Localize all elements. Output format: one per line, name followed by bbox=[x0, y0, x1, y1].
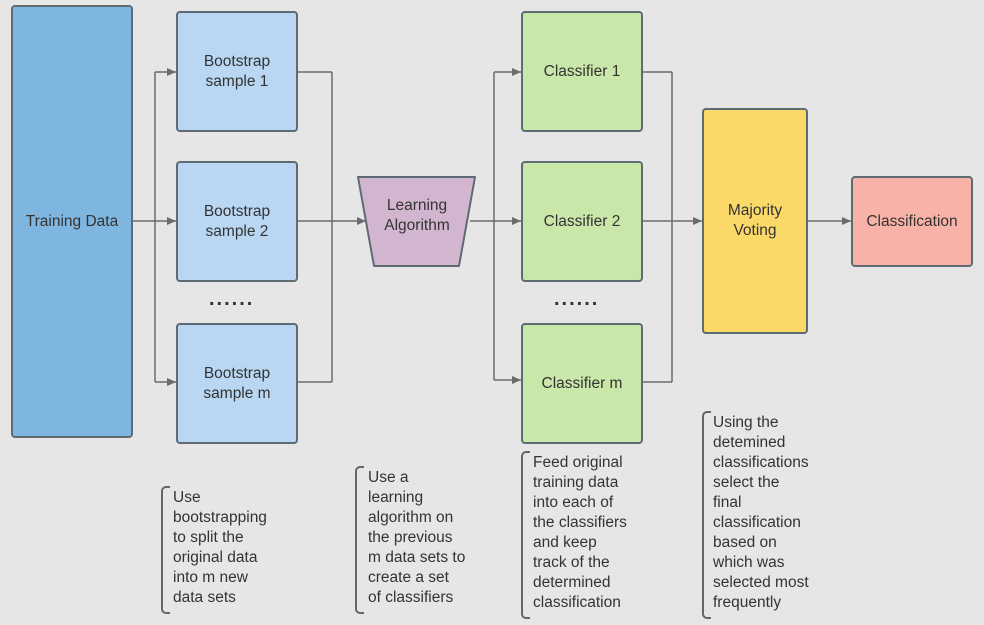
note-voting: Using the detemined classifications sele… bbox=[713, 414, 809, 611]
learning-algorithm-label: Learning Algorithm bbox=[384, 197, 450, 234]
classification-label: Classification bbox=[866, 212, 958, 230]
majority-voting-box: Majority Voting bbox=[702, 108, 808, 334]
classifier-2-box: Classifier 2 bbox=[521, 161, 643, 282]
majority-voting-label: Majority Voting bbox=[727, 202, 783, 239]
note-3-bracket bbox=[521, 451, 530, 619]
bootstrap-ellipsis: ...... bbox=[209, 288, 255, 310]
classification-box: Classification bbox=[851, 176, 973, 267]
note-1-bracket bbox=[161, 486, 170, 614]
bootstrap-sample-1-box: Bootstrap sample 1 bbox=[176, 11, 298, 132]
classifier-m-label: Classifier m bbox=[541, 374, 623, 392]
training-data-label: Training Data bbox=[25, 212, 119, 230]
bootstrap-sample-m-box: Bootstrap sample m bbox=[176, 323, 298, 444]
note-bootstrapping: Use bootstrapping to split the original … bbox=[173, 489, 267, 606]
bootstrap-sample-2-label: Bootstrap sample 2 bbox=[203, 202, 271, 240]
classifier-m-box: Classifier m bbox=[521, 323, 643, 444]
bootstrap-sample-m-label: Bootstrap sample m bbox=[203, 364, 271, 402]
note-2-bracket bbox=[355, 466, 364, 614]
note-4-bracket bbox=[702, 411, 711, 619]
bootstrap-sample-2-box: Bootstrap sample 2 bbox=[176, 161, 298, 282]
classifier-1-label: Classifier 1 bbox=[543, 62, 621, 80]
learning-algorithm-shape bbox=[357, 176, 476, 267]
note-classifiers: Feed original training data into each of… bbox=[533, 454, 627, 611]
bootstrap-sample-1-label: Bootstrap sample 1 bbox=[203, 52, 271, 90]
classifier-2-label: Classifier 2 bbox=[543, 212, 621, 230]
note-learning: Use a learning algorithm on the previous… bbox=[368, 469, 466, 606]
classifier-1-box: Classifier 1 bbox=[521, 11, 643, 132]
training-data-box: Training Data bbox=[11, 5, 133, 438]
classifier-ellipsis: ...... bbox=[554, 288, 600, 310]
